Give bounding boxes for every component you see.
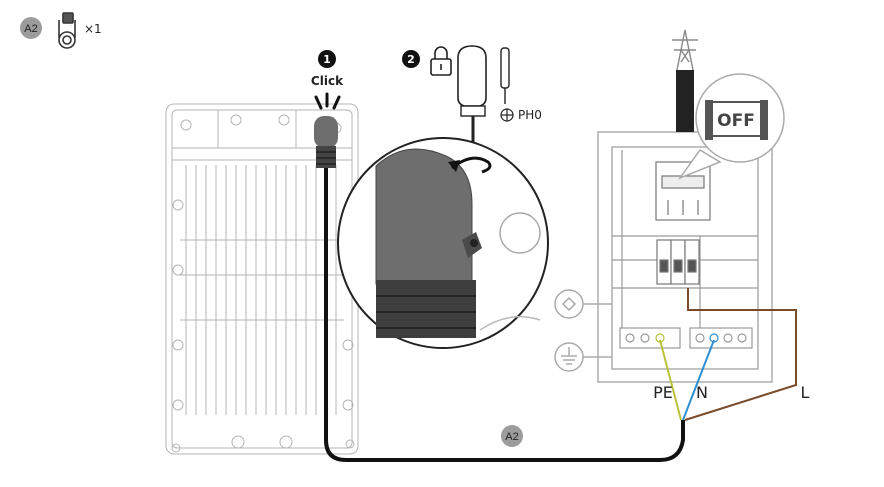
- kit-badge: A2: [24, 23, 37, 35]
- wire-n: [683, 340, 714, 420]
- click-marks: [316, 94, 339, 108]
- zoom-detail: [338, 138, 548, 348]
- wire-pe-label: PE: [653, 383, 673, 402]
- supply-cable: [676, 70, 694, 132]
- lock-icon: [431, 47, 451, 75]
- kit-quantity: ×1: [84, 22, 102, 36]
- breaker-state-label: OFF: [717, 111, 755, 131]
- wire-l-label: L: [801, 383, 810, 402]
- cable-badge: A2: [505, 431, 518, 443]
- lamp-icon: [555, 290, 612, 318]
- rcd-switch: [657, 240, 699, 284]
- bit-size-label: PH0: [518, 108, 542, 122]
- main-breaker: [656, 162, 710, 220]
- kit-indicator: A2 ×1: [20, 13, 102, 48]
- cooling-fins: [180, 165, 344, 415]
- phillips-icon: [501, 109, 513, 121]
- power-pylon-icon: [672, 30, 698, 70]
- bit-icon: [501, 48, 509, 104]
- step-1-number: 1: [323, 53, 331, 66]
- step-1-label: Click: [311, 74, 344, 88]
- wire-n-label: N: [696, 383, 708, 402]
- cable-connector: [314, 116, 338, 168]
- wire-pe: [660, 340, 681, 420]
- ground-icon: [555, 343, 612, 371]
- cable-kit-icon: [59, 13, 75, 48]
- step-2-number: 2: [407, 53, 415, 66]
